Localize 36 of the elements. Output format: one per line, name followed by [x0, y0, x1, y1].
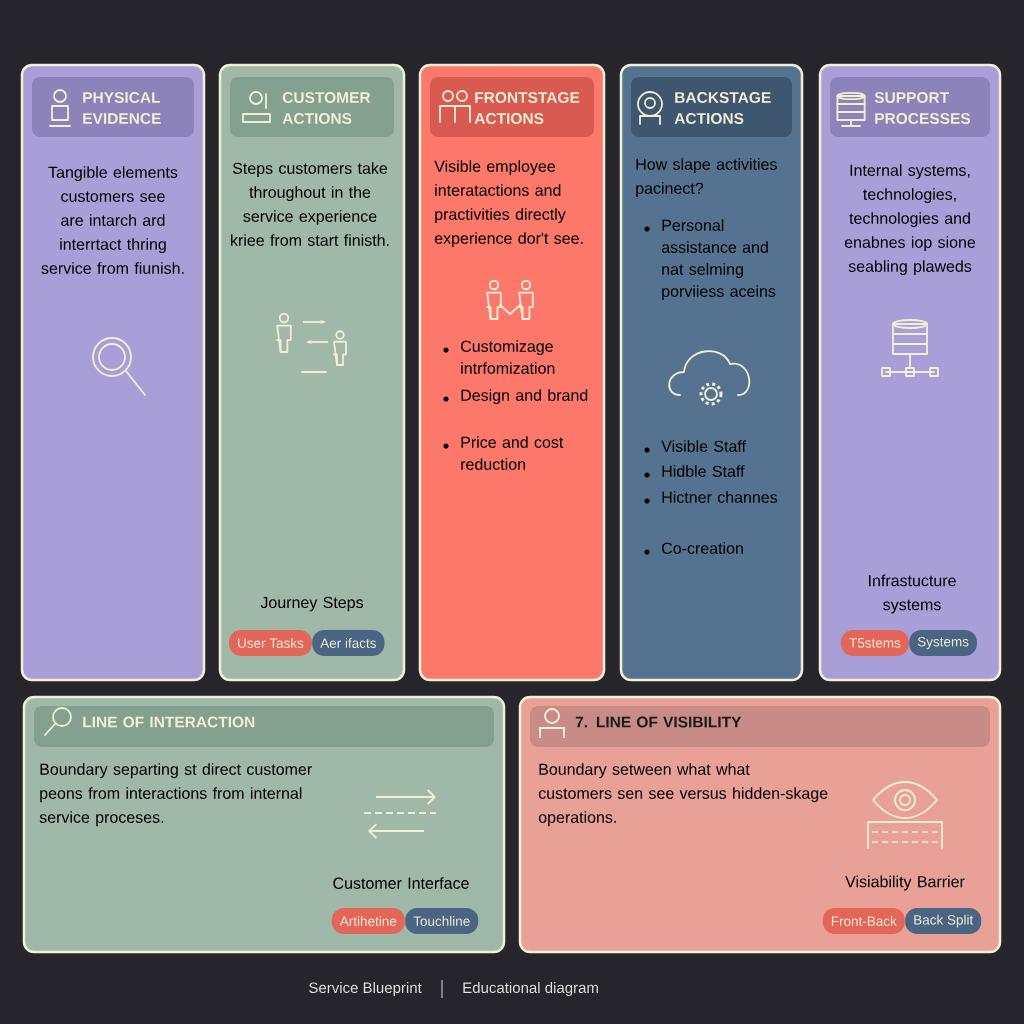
bullet-item: Hidble Staff: [644, 465, 745, 478]
card-heading: LINE OF INTERACTION: [83, 716, 255, 728]
bullet-item: Customizage intrfomization: [443, 340, 555, 374]
bullet-item: Price and cost reduction: [443, 436, 564, 470]
tag-pill: Touchline: [405, 908, 479, 934]
card-caption: Customer Interface: [333, 877, 469, 889]
card-caption: Visiability Barrier: [845, 875, 965, 891]
bullet-item: Hictner channes: [644, 491, 778, 504]
bullet-item: Co-creation: [644, 542, 743, 555]
tag-pill: Artihetine: [331, 908, 405, 934]
footer-text: Service Blueprint: [309, 982, 422, 996]
tag-pill: Back Split: [905, 908, 982, 934]
card-caption: Journey Steps: [260, 596, 363, 612]
bullet-item: Design and brand: [443, 389, 588, 405]
tag-pill: Aer ifacts: [312, 630, 385, 656]
card-heading: CUSTOMER ACTIONS: [282, 92, 371, 124]
card-heading: FRONTSTAGE ACTIONS: [474, 92, 580, 124]
card-heading: SUPPORT PROCESSES: [874, 92, 971, 124]
card-caption: Infrastucture systems: [869, 574, 956, 614]
card-heading: 7. LINE OF VISIBILITY: [575, 716, 742, 728]
card-text: Tangible elements customers see are intarch ard interrtact thring service from fiunish.: [41, 166, 184, 274]
bullet-item: Personal assistance and nat selming porviiess aceins: [644, 219, 776, 301]
card-text: Internal systems, technologies, technologies and enabnes iop sione seabling plaweds: [844, 164, 976, 276]
footer-text: Educational diagram: [463, 982, 598, 996]
bullet-item: Visible Staff: [644, 440, 747, 453]
tag-pill: Systems: [909, 630, 977, 656]
tag-pill: T5stems: [841, 630, 909, 656]
card-text: How slape activities pacinect?: [636, 158, 777, 198]
card-heading: PHYSICAL EVIDENCE: [83, 92, 161, 124]
card-text: Visible employee interatactions and practivities directly experience dor't see.: [434, 160, 583, 248]
card-text: Boundary separting st direct customer peons from interactions from internal service proceses.: [39, 763, 312, 827]
card-text: Steps customers take throughout in the service experience kriee from start finisth.: [231, 162, 389, 246]
tag-pill: User Tasks: [229, 630, 312, 656]
card-text: Boundary setween what what customers sen see versus hidden-skage operations.: [538, 763, 828, 827]
card-heading: BACKSTAGE ACTIONS: [674, 92, 771, 124]
tag-pill: Front-Back: [822, 908, 905, 934]
